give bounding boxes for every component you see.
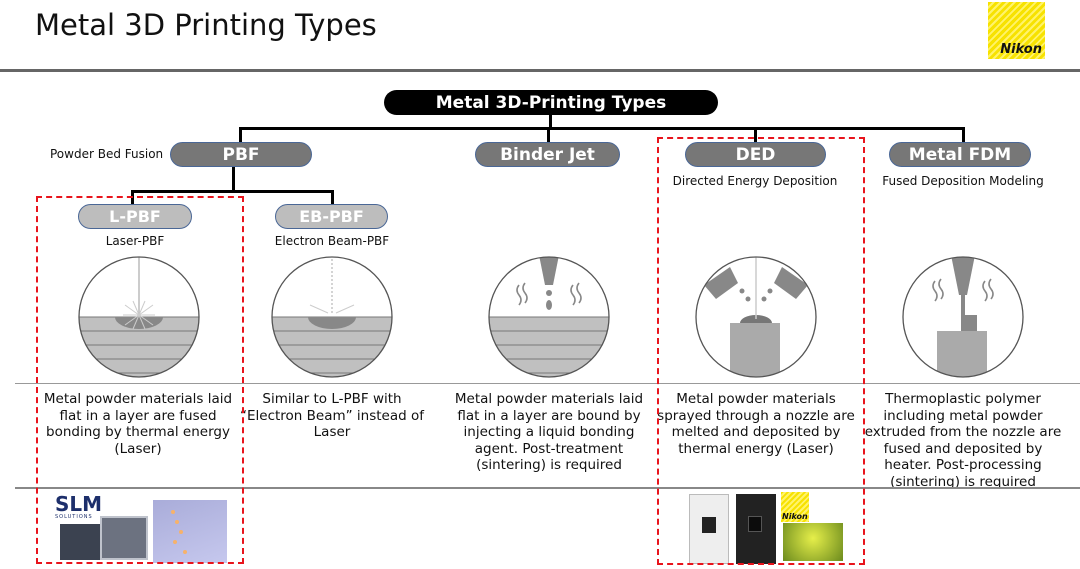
page-title: Metal 3D Printing Types (35, 8, 377, 42)
highlight-box-l-pbf (36, 196, 244, 564)
ded-caption: Directed Energy Deposition (672, 174, 838, 188)
eb-pbf-caption: Electron Beam-PBF (274, 234, 390, 248)
connector (331, 190, 334, 205)
binder-jet-description: Metal powder materials laid flat in a la… (454, 391, 644, 473)
connector (232, 167, 235, 192)
node-binder-jet: Binder Jet (475, 142, 620, 167)
connector (547, 127, 550, 143)
white-printer-image (689, 494, 729, 564)
connector (549, 114, 552, 129)
row-divider (15, 383, 1080, 384)
binder-jet-illustration (488, 256, 610, 378)
node-metal-fdm: Metal FDM (889, 142, 1031, 167)
fdm-illustration (902, 256, 1024, 378)
black-printer-image (736, 494, 776, 564)
row-divider (15, 487, 1080, 489)
node-pbf: PBF (170, 142, 312, 167)
connector (754, 127, 757, 143)
connector (131, 190, 334, 193)
ded-nozzle-photo (783, 523, 843, 561)
laser-melting-photo (153, 500, 227, 563)
node-l-pbf: L-PBF (78, 204, 192, 229)
l-pbf-illustration (78, 256, 200, 378)
node-eb-pbf: EB-PBF (275, 204, 388, 229)
nikon-logo: Nikon (988, 2, 1045, 59)
nikon-small-logo: Nikon (781, 492, 809, 522)
ded-illustration (695, 256, 817, 378)
highlight-box-ded (657, 137, 865, 565)
root-node: Metal 3D-Printing Types (384, 90, 718, 115)
l-pbf-caption: Laser-PBF (105, 234, 165, 248)
node-ded: DED (685, 142, 826, 167)
eb-pbf-description: Similar to L-PBF with “Electron Beam” in… (239, 391, 425, 440)
pbf-caption: Powder Bed Fusion (50, 147, 164, 161)
eb-pbf-illustration (271, 256, 393, 378)
slm-printer-image: SLM SOLUTIONS (55, 494, 150, 560)
fdm-caption: Fused Deposition Modeling (882, 174, 1044, 188)
fdm-description: Thermoplastic polymer including metal po… (864, 391, 1062, 490)
connector (239, 127, 965, 130)
ded-description: Metal powder materials sprayed through a… (657, 391, 855, 457)
l-pbf-description: Metal powder materials laid flat in a la… (43, 391, 233, 457)
connector (962, 127, 965, 143)
title-divider (0, 69, 1080, 72)
connector (239, 127, 242, 143)
